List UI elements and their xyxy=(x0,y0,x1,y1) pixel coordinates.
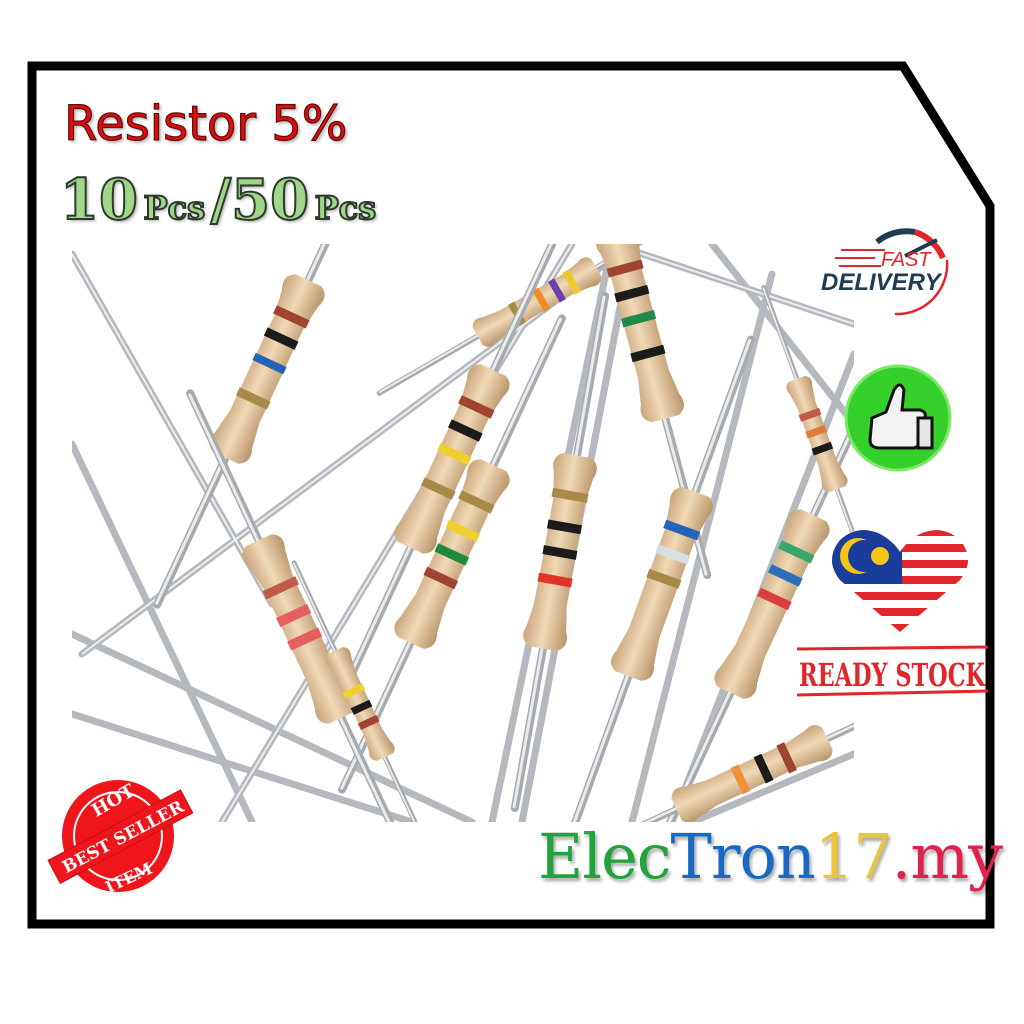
unit-pcs: Pcs xyxy=(143,189,207,227)
hot-best-seller-seal: HOT ITEM BEST SELLER xyxy=(40,768,200,898)
svg-text:READY STOCK: READY STOCK xyxy=(799,656,986,694)
brand-part-elec: Elec xyxy=(538,820,672,893)
thumbs-up-badge xyxy=(842,360,960,478)
fast-delivery-badge: FAST DELIVERY xyxy=(815,218,965,318)
separator: / xyxy=(210,167,232,233)
thumbs-up-icon xyxy=(844,364,952,472)
quantity-10: 10 xyxy=(59,167,139,233)
brand-part-17: 17 xyxy=(814,820,893,893)
resistor-photo xyxy=(72,244,854,822)
unit-pcs: Pcs xyxy=(314,189,378,227)
malaysia-flag-heart-icon xyxy=(832,530,968,632)
quantity-50: 50 xyxy=(230,167,310,233)
product-title: Resistor 5% xyxy=(63,96,348,152)
speedometer-icon: FAST DELIVERY xyxy=(821,228,949,316)
brand-part-my: .my xyxy=(891,820,1004,893)
svg-text:DELIVERY: DELIVERY xyxy=(821,269,943,296)
brand-part-tron: Tron xyxy=(670,820,816,893)
brand-logo: ElecTron17.my xyxy=(538,826,1003,888)
quantity-options: 10 Pcs /50 Pcs xyxy=(59,171,378,229)
malaysia-flag-heart-badge xyxy=(830,528,970,636)
svg-text:FAST: FAST xyxy=(881,249,932,271)
ready-stock-stamp: READY STOCK xyxy=(795,645,990,697)
